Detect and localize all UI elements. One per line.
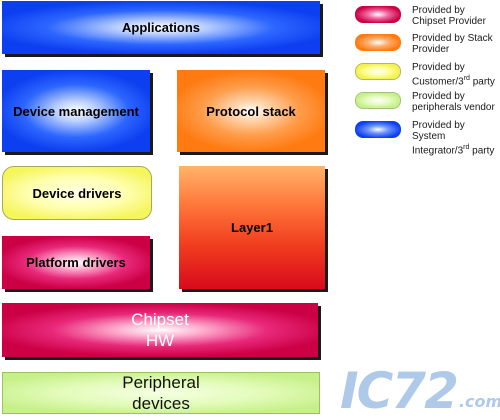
- peripheral-devices-block: Peripheral devices: [2, 372, 320, 414]
- watermark-sub-text: .com: [458, 392, 500, 411]
- device-drivers-label: Device drivers: [32, 185, 122, 201]
- legend-swatch-peripherals-vendor: [355, 92, 401, 109]
- legend-text-peripherals-vendor: Provided by peripherals vendor: [412, 91, 495, 113]
- legend-swatch-system-integrator: [355, 121, 401, 138]
- chipset-hw-label: Chipset HW: [131, 310, 189, 350]
- platform-drivers-block: Platform drivers: [2, 236, 150, 289]
- layer1-label: Layer1: [231, 220, 273, 235]
- legend-swatch-stack-provider: [355, 34, 401, 51]
- chipset-hw-block: Chipset HW: [2, 303, 318, 357]
- legend-text-stack-provider: Provided by Stack Provider: [412, 33, 493, 55]
- legend-text-chipset-provider: Provided by Chipset Provider: [412, 5, 486, 27]
- applications-block: Applications: [2, 1, 320, 54]
- legend-swatch-chipset-provider: [355, 6, 401, 23]
- applications-label: Applications: [121, 20, 200, 35]
- device-management-block: Device management: [2, 70, 150, 152]
- protocol-stack-block: Protocol stack: [177, 70, 325, 152]
- device-drivers-block: Device drivers: [2, 166, 152, 220]
- platform-drivers-label: Platform drivers: [26, 255, 126, 270]
- device-management-label: Device management: [13, 103, 139, 119]
- watermark-main-text: IC72: [340, 362, 459, 420]
- layer1-block: Layer1: [179, 166, 325, 289]
- protocol-stack-label: Protocol stack: [206, 103, 296, 119]
- peripheral-devices-label: Peripheral devices: [122, 373, 200, 413]
- legend-swatch-customer: [355, 63, 401, 80]
- watermark-logo: IC72 .com: [340, 358, 500, 417]
